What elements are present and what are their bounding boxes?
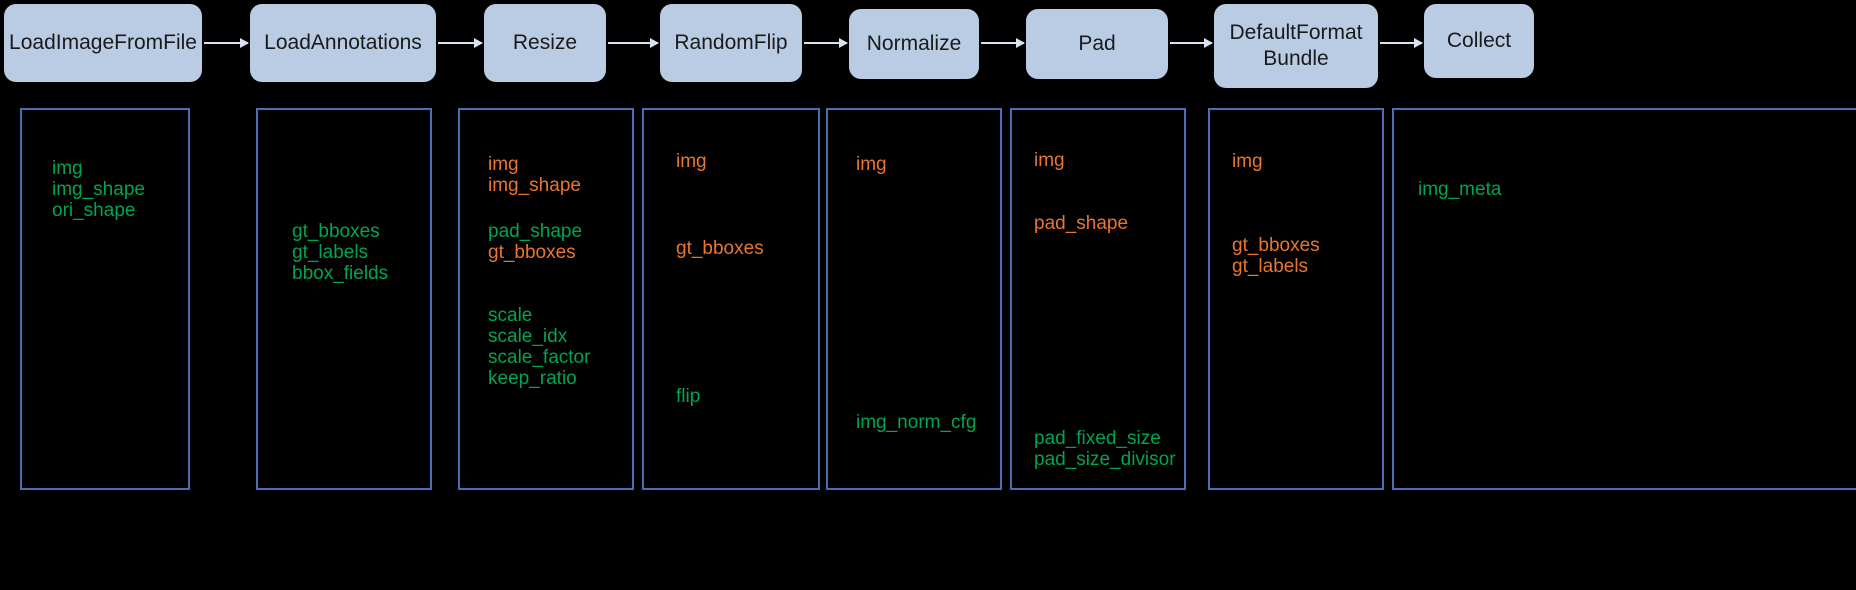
field-key-keep-ratio: keep_ratio xyxy=(488,368,577,389)
flow-arrow-3 xyxy=(608,38,659,48)
field-key-img: img xyxy=(1034,150,1065,171)
flow-arrow-4 xyxy=(804,38,848,48)
stage-box-normalize[interactable]: Normalize xyxy=(849,9,979,79)
flow-arrow-6 xyxy=(1170,38,1213,48)
field-key-img-shape: img_shape xyxy=(488,175,581,196)
flow-arrow-7 xyxy=(1380,38,1423,48)
field-list: img_meta xyxy=(1394,110,1856,488)
stage-label: LoadAnnotations xyxy=(264,31,422,55)
field-key-gt-bboxes: gt_bboxes xyxy=(488,242,576,263)
field-key-img: img xyxy=(676,151,707,172)
pipeline-stage-row: LoadImageFromFile LoadAnnotations Resize Ra… xyxy=(0,0,1856,100)
field-key-scale-idx: scale_idx xyxy=(488,326,568,347)
field-key-scale-factor: scale_factor xyxy=(488,347,591,368)
field-key-gt-labels: gt_labels xyxy=(292,242,369,263)
flow-arrow-2 xyxy=(438,38,483,48)
stage-box-randomflip[interactable]: RandomFlip xyxy=(660,4,802,82)
stage-box-loadimagefromfile[interactable]: LoadImageFromFile xyxy=(4,4,202,82)
field-key-pad-size-divisor: pad_size_divisor xyxy=(1034,449,1176,470)
stage-label: LoadImageFromFile xyxy=(9,31,197,55)
field-panel-collect: img_meta xyxy=(1392,108,1856,490)
stage-box-loadannotations[interactable]: LoadAnnotations xyxy=(250,4,436,82)
field-list: img img_norm_cfg xyxy=(828,110,1000,488)
field-key-ori-shape: ori_shape xyxy=(52,200,136,221)
field-key-img-norm-cfg: img_norm_cfg xyxy=(856,412,977,433)
field-key-gt-bboxes: gt_bboxes xyxy=(292,221,380,242)
stage-label: Collect xyxy=(1446,29,1512,53)
stage-label: Pad xyxy=(1078,32,1116,56)
field-key-img: img xyxy=(488,154,519,175)
field-key-img-meta: img_meta xyxy=(1418,179,1502,200)
field-key-img-shape: img_shape xyxy=(52,179,145,200)
field-key-img: img xyxy=(52,158,83,179)
flow-arrow-1 xyxy=(204,38,249,48)
stage-box-collect[interactable]: Collect xyxy=(1424,4,1534,78)
field-key-pad-fixed-size: pad_fixed_size xyxy=(1034,428,1161,449)
field-key-scale: scale xyxy=(488,305,533,326)
stage-box-pad[interactable]: Pad xyxy=(1026,9,1168,79)
field-panel-normalize: img img_norm_cfg xyxy=(826,108,1002,490)
stage-label: Resize xyxy=(512,31,578,55)
field-key-gt-bboxes: gt_bboxes xyxy=(676,238,764,259)
stage-label: DefaultFormat Bundle xyxy=(1229,21,1363,70)
field-key-bbox-fields: bbox_fields xyxy=(292,263,389,284)
stage-label: RandomFlip xyxy=(674,31,788,55)
field-key-gt-labels: gt_labels xyxy=(1232,256,1309,277)
stage-box-resize[interactable]: Resize xyxy=(484,4,606,82)
field-key-img: img xyxy=(856,154,887,175)
field-key-pad-shape: pad_shape xyxy=(1034,213,1129,234)
stage-box-defaultformat-bundle[interactable]: DefaultFormat Bundle xyxy=(1214,4,1378,88)
field-key-gt-bboxes: gt_bboxes xyxy=(1232,235,1320,256)
flow-arrow-5 xyxy=(981,38,1025,48)
stage-label: Normalize xyxy=(866,32,962,56)
field-key-pad-shape: pad_shape xyxy=(488,221,583,242)
field-key-img: img xyxy=(1232,151,1263,172)
field-key-flip: flip xyxy=(676,386,701,407)
